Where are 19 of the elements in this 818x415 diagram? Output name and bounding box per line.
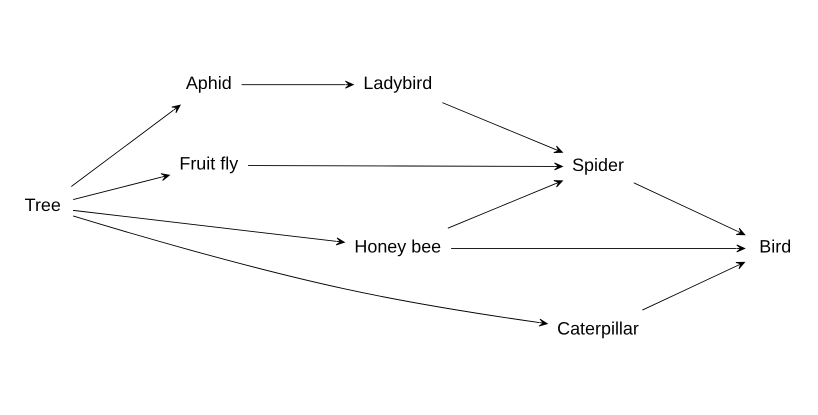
node-text: Honey bee (354, 236, 442, 257)
arrow (450, 244, 746, 252)
arrow (633, 182, 746, 236)
arrow (70, 104, 181, 187)
node-text: Tree (24, 195, 61, 216)
node-text: Fruit fly (179, 154, 238, 174)
node-text: Ladybird (363, 72, 432, 93)
arrow (248, 162, 563, 170)
arrow (642, 262, 745, 311)
arrow (72, 173, 170, 200)
arrow (447, 180, 563, 229)
node-text: Aphid (186, 72, 232, 93)
arrow (72, 216, 548, 327)
node-text: Caterpillar (557, 318, 639, 339)
arrow (72, 210, 345, 246)
arrow (442, 102, 563, 154)
arrow (241, 80, 354, 89)
node-text: Spider (572, 154, 624, 175)
node-text: Bird (759, 236, 792, 257)
